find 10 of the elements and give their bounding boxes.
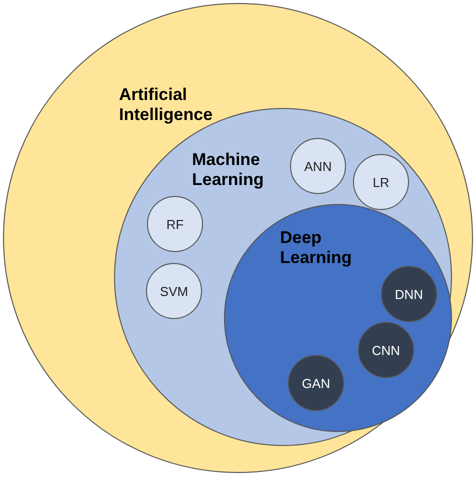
method-circle: DNN (381, 266, 437, 322)
method-circle: GAN (288, 355, 344, 411)
method-circle: CNN (358, 322, 414, 378)
method-circle: RF (147, 196, 203, 252)
set-title: Machine Learning (192, 150, 265, 190)
method-circle: SVM (146, 263, 202, 319)
method-circle: LR (353, 154, 409, 210)
set-title: Artificial Intelligence (119, 85, 214, 125)
method-circle: ANN (290, 138, 346, 194)
set-title: Deep Learning (280, 228, 353, 268)
